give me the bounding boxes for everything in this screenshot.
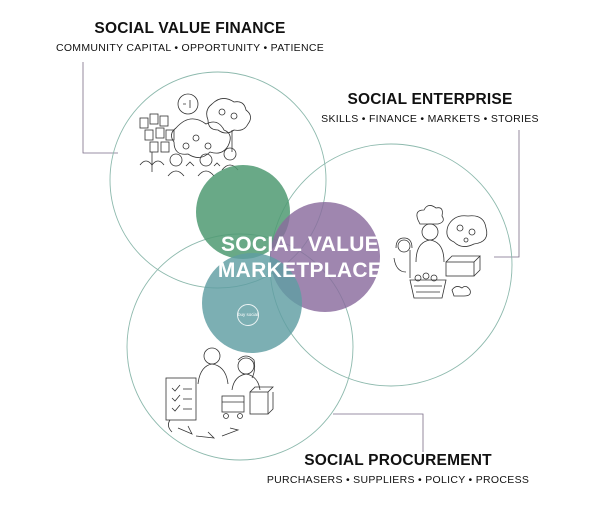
procurement-title: SOCIAL PROCUREMENT xyxy=(304,452,492,469)
finance-subtitle: COMMUNITY CAPITAL • OPPORTUNITY • PATIEN… xyxy=(55,42,325,54)
procurement-illustration xyxy=(165,347,274,439)
finance-connector-line xyxy=(82,62,118,154)
buy-social-badge: buy social xyxy=(237,304,259,326)
center-label-line1: SOCIAL VALUE xyxy=(220,233,379,256)
procurement-connector-line xyxy=(333,413,424,452)
procurement-color-circle xyxy=(202,253,302,353)
enterprise-title: SOCIAL ENTERPRISE xyxy=(347,91,513,108)
finance-title: SOCIAL VALUE FINANCE xyxy=(94,20,286,37)
procurement-subtitle: PURCHASERS • SUPPLIERS • POLICY • PROCES… xyxy=(266,474,530,486)
finance-illustration xyxy=(139,93,251,177)
enterprise-connector-line xyxy=(494,130,520,258)
enterprise-illustration xyxy=(393,205,488,299)
procurement-title-block: SOCIAL PROCUREMENT PURCHASERS • SUPPLIER… xyxy=(248,452,548,487)
enterprise-title-block: SOCIAL ENTERPRISE SKILLS • FINANCE • MAR… xyxy=(300,91,560,126)
center-label-line2: MARKETPLACE xyxy=(217,259,383,282)
center-label: SOCIAL VALUE MARKETPLACE xyxy=(170,232,430,284)
enterprise-subtitle: SKILLS • FINANCE • MARKETS • STORIES xyxy=(321,113,539,125)
finance-title-block: SOCIAL VALUE FINANCE COMMUNITY CAPITAL •… xyxy=(40,20,340,55)
finance-color-circle xyxy=(196,165,290,259)
